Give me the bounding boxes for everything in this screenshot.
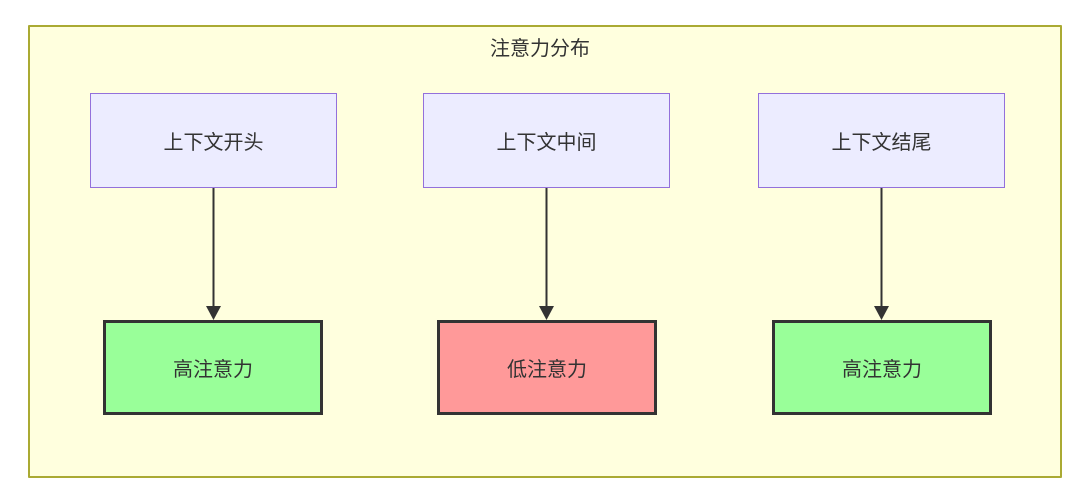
node-high-attention-right: 高注意力 [772, 320, 992, 415]
node-context-end: 上下文结尾 [758, 93, 1005, 188]
diagram-title: 注意力分布 [490, 36, 590, 60]
node-low-attention: 低注意力 [437, 320, 657, 415]
node-high-attention-left: 高注意力 [103, 320, 323, 415]
node-context-beginning: 上下文开头 [90, 93, 337, 188]
node-context-middle: 上下文中间 [423, 93, 670, 188]
